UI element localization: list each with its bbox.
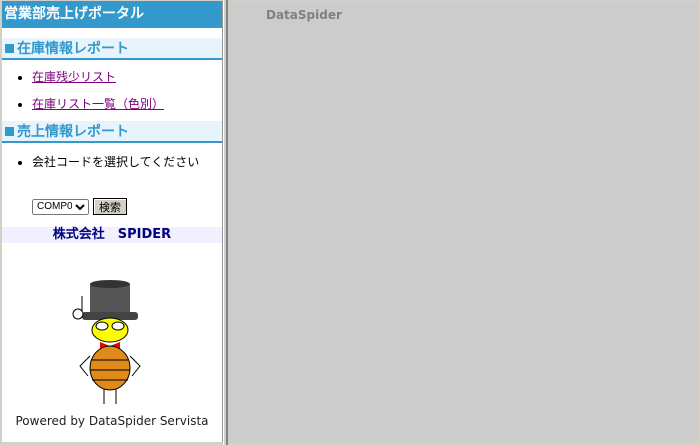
sales-heading-text: 売上情報レポート — [17, 124, 129, 140]
spider-mascot-icon — [72, 280, 141, 404]
sales-section-heading: 売上情報レポート — [2, 121, 222, 143]
portal-title: 営業部売上げポータル — [2, 1, 222, 28]
navigation-frame: 営業部売上げポータル 在庫情報レポート 在庫残少リスト 在庫リスト一覧（色別） … — [2, 1, 223, 442]
stock-list-by-color-link[interactable]: 在庫リスト一覧（色別） — [32, 97, 165, 111]
search-button[interactable]: 検索 — [93, 198, 127, 215]
company-search-form: COMP01 検索 — [32, 198, 222, 215]
list-item: 在庫残少リスト — [32, 64, 222, 91]
company-name: 株式会社 SPIDER — [2, 227, 222, 243]
list-item: 在庫リスト一覧（色別） — [32, 91, 222, 118]
inventory-heading-text: 在庫情報レポート — [17, 41, 129, 57]
square-bullet-icon — [5, 44, 14, 53]
powered-by-footer: Powered by DataSpider Servista — [15, 414, 209, 428]
frame-splitter[interactable] — [223, 0, 228, 445]
low-stock-list-link[interactable]: 在庫残少リスト — [32, 70, 117, 84]
company-code-select[interactable]: COMP01 — [32, 198, 89, 215]
square-bullet-icon — [5, 127, 14, 136]
inventory-section-heading: 在庫情報レポート — [2, 38, 222, 60]
instruction-text: 会社コードを選択してください — [32, 149, 222, 176]
content-frame: DataSpider — [228, 1, 698, 442]
dataspider-brand: DataSpider — [266, 8, 342, 22]
